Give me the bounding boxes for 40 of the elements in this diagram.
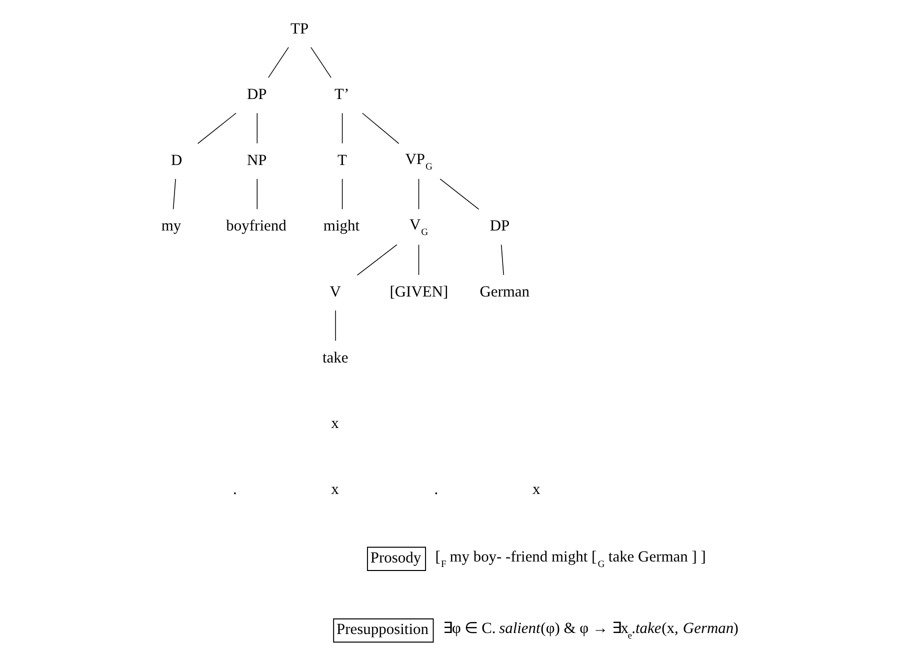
node-text: DP	[246, 86, 267, 104]
connector	[335, 310, 336, 342]
connector	[440, 178, 480, 210]
connector	[197, 112, 236, 144]
node-text: V$_{G}$	[410, 216, 428, 238]
connector	[342, 112, 343, 144]
connector	[500, 244, 504, 276]
node-text: boyfriend	[226, 218, 286, 235]
node-text: V	[330, 283, 341, 300]
node-text: my	[161, 218, 182, 235]
connector	[256, 112, 258, 144]
node-text: [GIVEN]	[390, 283, 448, 300]
node-text: VP$_{G}$	[405, 150, 433, 172]
node-text: DP	[490, 218, 510, 235]
node-text: D	[171, 152, 182, 169]
label: .	[232, 480, 237, 498]
connector	[418, 244, 420, 276]
node-text: T’	[334, 86, 350, 104]
connector	[356, 244, 398, 276]
connector	[268, 46, 289, 78]
node-text: T	[337, 152, 347, 169]
connector	[172, 178, 176, 210]
connector	[342, 178, 343, 210]
node-box: Presupposition	[333, 618, 434, 643]
connector	[310, 46, 332, 78]
node-text: German	[480, 283, 530, 300]
label: x	[532, 480, 540, 498]
node-box: Prosody	[366, 546, 426, 571]
label: x	[331, 480, 339, 498]
connector	[256, 178, 258, 210]
node-text: take	[322, 349, 348, 366]
node-text: might	[323, 218, 360, 235]
label: .	[434, 480, 438, 498]
node-text: NP	[246, 152, 267, 169]
connector	[362, 112, 400, 144]
label: x	[331, 415, 339, 432]
connector	[418, 178, 420, 210]
node-text: TP	[290, 20, 309, 38]
node-label: [$_{F}$ my boy- -friend might [$_{G}$ take German ] ]	[435, 548, 706, 570]
node-label: ∃φ ∈ C. salient(φ) & φ → ∃x$_{e}$.take(x, German)	[442, 620, 738, 642]
